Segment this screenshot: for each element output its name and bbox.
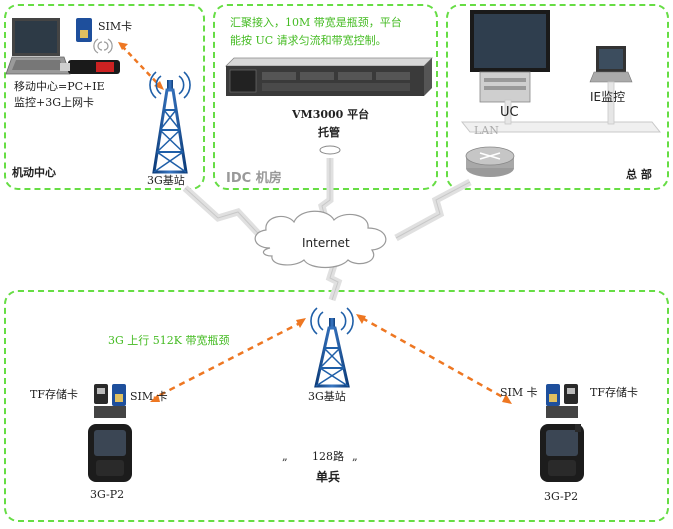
usb-modem-icon: [60, 60, 120, 74]
quote-mark-left: „: [282, 450, 288, 463]
3g-p2-device-icon-left: [88, 424, 132, 482]
internet-cloud: [254, 210, 387, 269]
card-slot-icon-left: [94, 406, 126, 418]
3g-p2-device-icon-right: [540, 424, 584, 482]
mobile-center-title: 机动中心: [12, 166, 56, 179]
laptop-icon: [5, 18, 71, 75]
server-label-line2: 托管: [318, 126, 340, 139]
rack-server-icon: [225, 57, 433, 96]
channel-count: 128路: [312, 450, 344, 463]
ie-monitor-label: IE监控: [590, 90, 626, 104]
wireless-link-right: [361, 316, 509, 402]
cell-tower-icon-top: [149, 71, 191, 174]
pc-label-line2: 监控+3G上网卡: [14, 96, 95, 109]
tf-card-icon-left: [94, 384, 108, 404]
card-slot-icon-right: [546, 406, 578, 418]
device-label-left: 3G-P2: [90, 488, 125, 501]
uc-label: UC: [500, 105, 519, 120]
device-label-right: 3G-P2: [544, 490, 579, 503]
hq-title: 总 部: [626, 168, 652, 181]
sim-card-icon-right: [546, 384, 560, 406]
tf-card-icon-right: [564, 384, 578, 404]
wireless-link-mobile: [121, 45, 161, 87]
pc-label-line1: 移动中心=PC+IE: [14, 80, 105, 93]
idc-note-line2: 能按 UC 请求匀流和带宽控制。: [230, 34, 387, 47]
router-icon: [465, 146, 515, 177]
wireless-link-left: [153, 320, 303, 400]
lan-bus: [460, 81, 662, 133]
sim-card-label-right: SIM 卡: [500, 386, 538, 399]
tf-card-label-left: TF存储卡: [30, 388, 78, 401]
idc-zone: [213, 4, 438, 190]
server-label-line1: VM3000 平台: [292, 108, 370, 121]
sim-card-icon-left: [112, 384, 126, 406]
sim-card-label: SIM卡: [98, 20, 133, 33]
hq-zone: [446, 4, 669, 190]
internet-label: Internet: [302, 236, 350, 250]
quote-mark-right: „: [352, 450, 358, 463]
cell-tower-icon-field: [310, 307, 354, 388]
uplink-bandwidth-note: 3G 上行 512K 带宽瓶颈: [108, 334, 230, 347]
tower-label-top: 3G基站: [147, 174, 185, 187]
idc-note-line1: 汇聚接入，10M 带宽是瓶颈，平台: [230, 16, 402, 29]
ie-laptop-icon: [589, 46, 633, 83]
lan-label: LAN: [474, 124, 499, 137]
tf-card-label-right: TF存储卡: [590, 386, 638, 399]
tower-label-field: 3G基站: [308, 390, 346, 403]
sim-card-label-left: SIM 卡: [130, 390, 168, 403]
field-title: 单兵: [316, 470, 341, 484]
uc-monitor-icon: [470, 10, 550, 103]
idc-port-icon: [319, 145, 341, 155]
mobile-center-zone: [4, 4, 205, 190]
sim-card-icon: [76, 18, 92, 42]
signal-waves-icon: [93, 38, 113, 54]
idc-title: IDC 机房: [226, 171, 282, 186]
